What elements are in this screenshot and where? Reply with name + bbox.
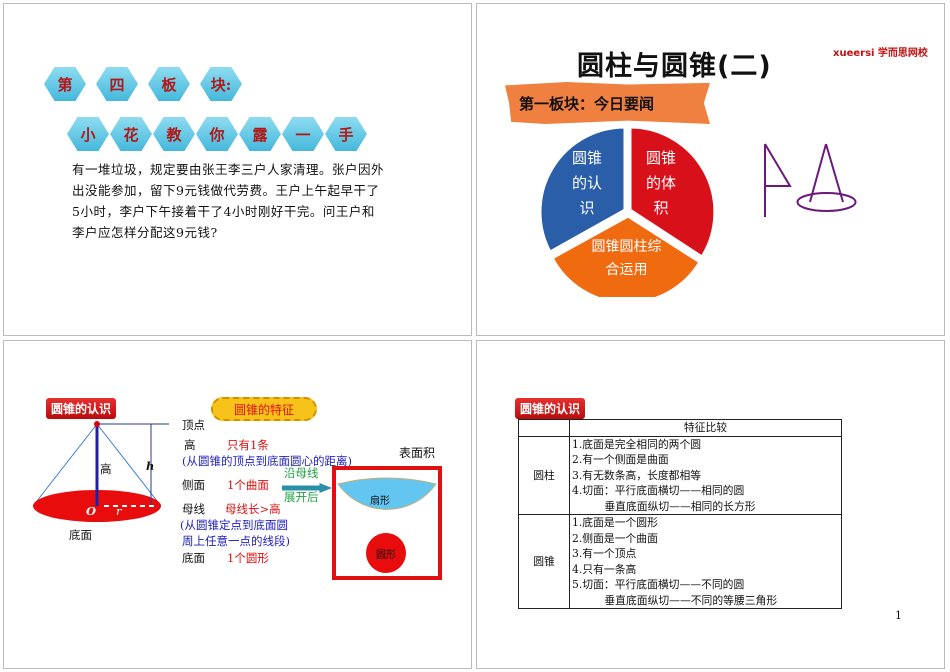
hex-char: 第 xyxy=(44,67,86,101)
feature-item: 垂直底面纵切——相同的长方形 xyxy=(572,499,756,513)
feature-item: 2.侧面是一个曲面 xyxy=(572,531,658,545)
height-note: (从圆锥的顶点到底面圆心的距离) xyxy=(182,454,352,468)
r-label: r xyxy=(116,504,122,518)
feature-button-label: 圆锥的特征 xyxy=(233,402,294,417)
base-below-label: 底面 xyxy=(69,528,92,542)
segment-label-volume: 圆锥的体积 xyxy=(645,149,676,217)
segment-red xyxy=(628,125,717,260)
table-header: 特征比较 xyxy=(569,419,842,437)
slide-2: 圆柱与圆锥(二) xueersi 学而思网校 第一板块：今日要闻 圆锥的认识 圆… xyxy=(476,3,945,336)
segment-label-recognition: 圆锥的认识 xyxy=(571,149,602,217)
base-desc: 1个圆形 xyxy=(227,551,269,565)
hex-char: 一 xyxy=(282,117,324,151)
generatrix-label: 母线 xyxy=(182,502,205,516)
generatrix-note-2: 周上任意一点的线段) xyxy=(182,534,290,548)
generatrix-note-1: (从圆锥定点到底面圆 xyxy=(180,518,288,532)
section-tag: 圆锥的认识 xyxy=(515,398,586,419)
hex-char: 块: xyxy=(200,67,242,101)
hex-char: 露 xyxy=(239,117,281,151)
hex-char: 四 xyxy=(96,67,138,101)
segment-label-application: 圆锥圆柱综合运用 xyxy=(591,239,662,278)
arrow-bottom-label: 展开后 xyxy=(284,490,319,504)
hex-char: 花 xyxy=(110,117,152,151)
sector-label: 扇形 xyxy=(370,496,390,507)
slide-title: 圆柱与圆锥(二) xyxy=(577,51,772,82)
feature-item: 3.有一个顶点 xyxy=(572,547,637,560)
generatrix-desc: 母线长>高 xyxy=(225,502,281,516)
feature-item: 垂直底面纵切——不同的等腰三角形 xyxy=(572,593,778,607)
sector-shape xyxy=(337,477,437,510)
section-banner: 第一板块：今日要闻 xyxy=(505,82,710,124)
hex-char: 小 xyxy=(67,117,109,151)
hex-char: 你 xyxy=(196,117,238,151)
lateral-label: 侧面 xyxy=(182,478,205,492)
height-inner-label: 高 xyxy=(100,462,112,476)
arrow-top-label: 沿母线 xyxy=(284,466,319,480)
feature-item: 1.底面是完全相同的两个圆 xyxy=(572,437,702,451)
cone-diagram xyxy=(32,421,169,522)
surface-area-label: 表面积 xyxy=(399,446,436,460)
height-label: 高 xyxy=(184,438,196,452)
hex-char: 板 xyxy=(148,67,190,101)
circle-label: 圆形 xyxy=(376,549,396,561)
lateral-desc: 1个曲面 xyxy=(227,478,269,492)
vertex-label: 顶点 xyxy=(182,418,205,432)
problem-paragraph: 有一堆垃圾，规定要由张王李三户人家清理。张户因外出没能参加，留下9元钱做代劳费。… xyxy=(72,162,385,240)
circle-shape: 圆形 xyxy=(366,533,406,573)
surface-area-box: 扇形 圆形 xyxy=(332,466,442,580)
section-banner-text: 第一板块：今日要闻 xyxy=(519,94,655,113)
unfold-arrow-icon xyxy=(282,483,332,493)
segment-blue xyxy=(538,125,627,255)
segment-orange xyxy=(549,214,703,297)
page-number: 1 xyxy=(895,609,902,622)
feature-item: 4.切面：平行底面横切——相同的圆 xyxy=(572,484,745,497)
h-label: h xyxy=(146,459,155,473)
o-label: O xyxy=(86,504,97,518)
feature-item: 4.只有一条高 xyxy=(572,562,637,576)
feature-button[interactable]: 圆锥的特征 xyxy=(211,397,317,421)
cone-sketch xyxy=(764,143,857,217)
row-name: 圆锥 xyxy=(518,514,570,609)
hex-char: 教 xyxy=(153,117,195,151)
section-tag: 圆锥的认识 xyxy=(46,398,117,419)
feature-item: 5.切面：平行底面横切——不同的圆 xyxy=(572,578,745,591)
cycle-diagram xyxy=(538,125,717,297)
height-desc: 只有1条 xyxy=(227,438,269,452)
base-label: 底面 xyxy=(182,551,205,565)
slide-3: 圆锥的认识 圆锥的特征 高 h O r 底面 顶点 高 只有1条 (从圆锥的顶点… xyxy=(3,340,472,669)
feature-item: 3.有无数条高，长度都相等 xyxy=(572,468,702,482)
row-name: 圆柱 xyxy=(518,435,570,515)
hex-char: 手 xyxy=(325,117,367,151)
feature-item: 1.底面是一个圆形 xyxy=(572,516,658,529)
feature-item: 2.有一个侧面是曲面 xyxy=(572,453,669,466)
slide-1: 第四板块: 小花教你露一手 有一堆垃圾，规定要由张王李三户人家清理。张户因外出没… xyxy=(3,3,472,336)
logo: xueersi 学而思网校 xyxy=(833,48,928,59)
